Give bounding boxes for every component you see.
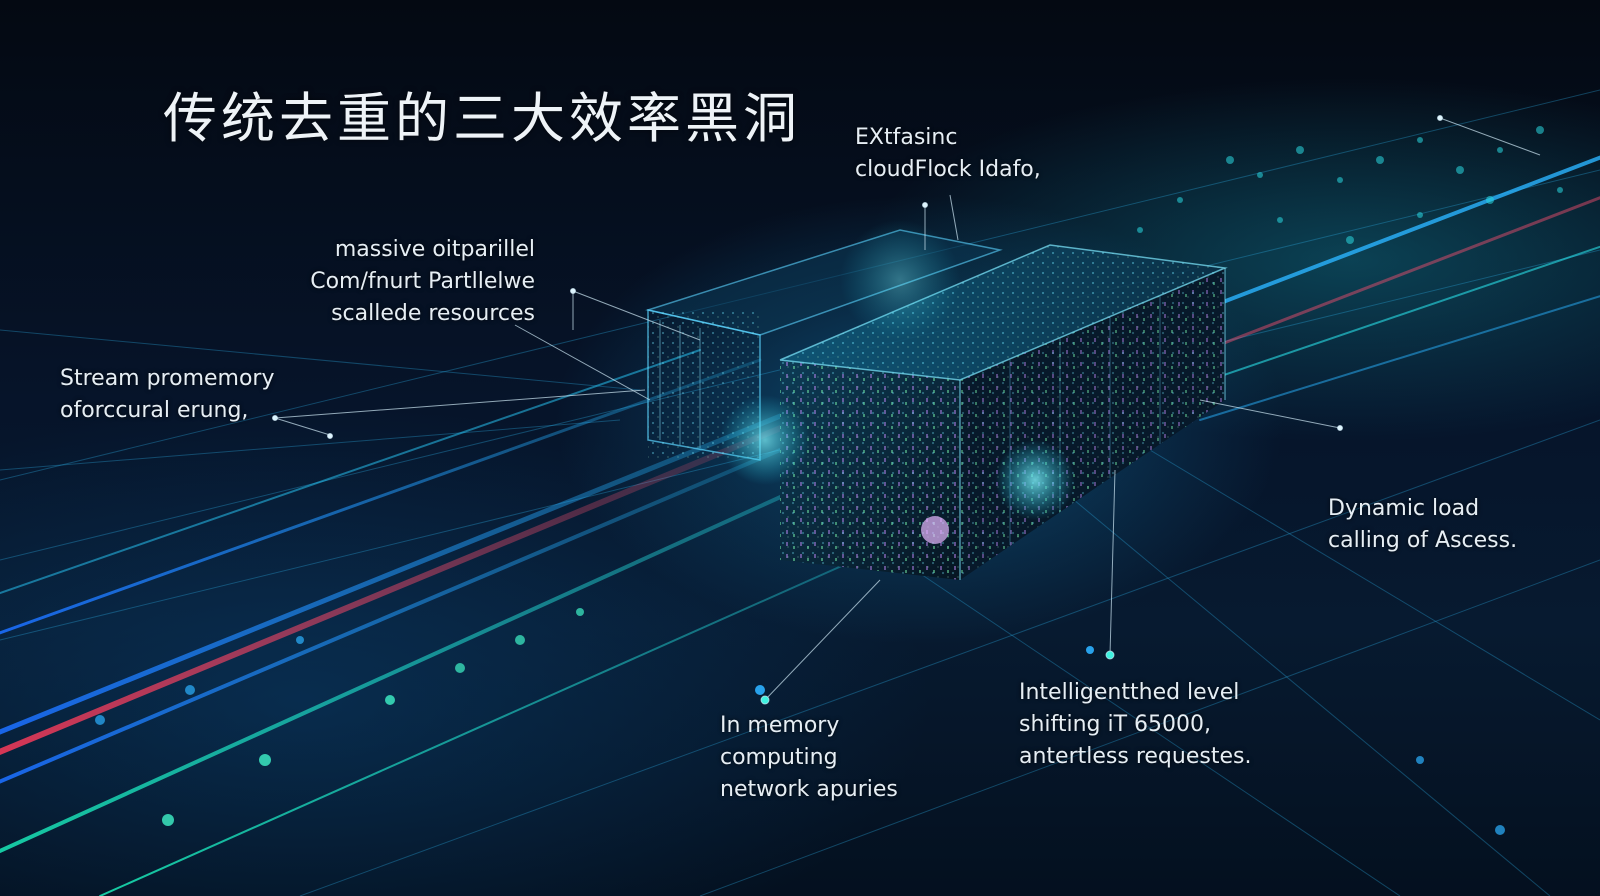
callout-line: cloudFlock Idafo,	[855, 157, 1041, 182]
callout-line: Intelligentthed level	[1019, 680, 1240, 705]
callout-intelligent-level-shifting: Intelligentthed level shifting iT 65000,…	[1019, 677, 1251, 773]
callout-in-memory-computing: In memory computing network apuries	[720, 710, 898, 806]
slide-title: 传统去重的三大效率黑洞	[163, 87, 801, 151]
callout-stream-memory: Stream promemory oforccural erung,	[60, 363, 275, 427]
callout-line: In memory	[720, 713, 840, 738]
callout-line: Dynamic load	[1328, 496, 1480, 521]
callout-line: antertless requestes.	[1019, 744, 1252, 769]
callout-line: computing	[720, 745, 838, 770]
callout-line: Com/fnurt Partllelwe	[310, 269, 535, 294]
callout-line: network apuries	[720, 777, 898, 802]
callout-line: shifting iT 65000,	[1019, 712, 1212, 737]
callout-dynamic-load: Dynamic load calling of Ascess.	[1328, 493, 1517, 557]
callout-line: scallede resources	[331, 301, 535, 326]
callout-cloud-lock: EXtfasinc cloudFlock Idafo,	[855, 122, 1041, 186]
callout-line: EXtfasinc	[855, 125, 958, 150]
callout-line: oforccural erung,	[60, 398, 249, 423]
callout-line: Stream promemory	[60, 366, 275, 391]
callout-massive-parallel: massive oitparillel Com/fnurt Partllelwe…	[240, 234, 535, 330]
callout-line: calling of Ascess.	[1328, 528, 1518, 553]
callout-line: massive oitparillel	[334, 237, 535, 262]
